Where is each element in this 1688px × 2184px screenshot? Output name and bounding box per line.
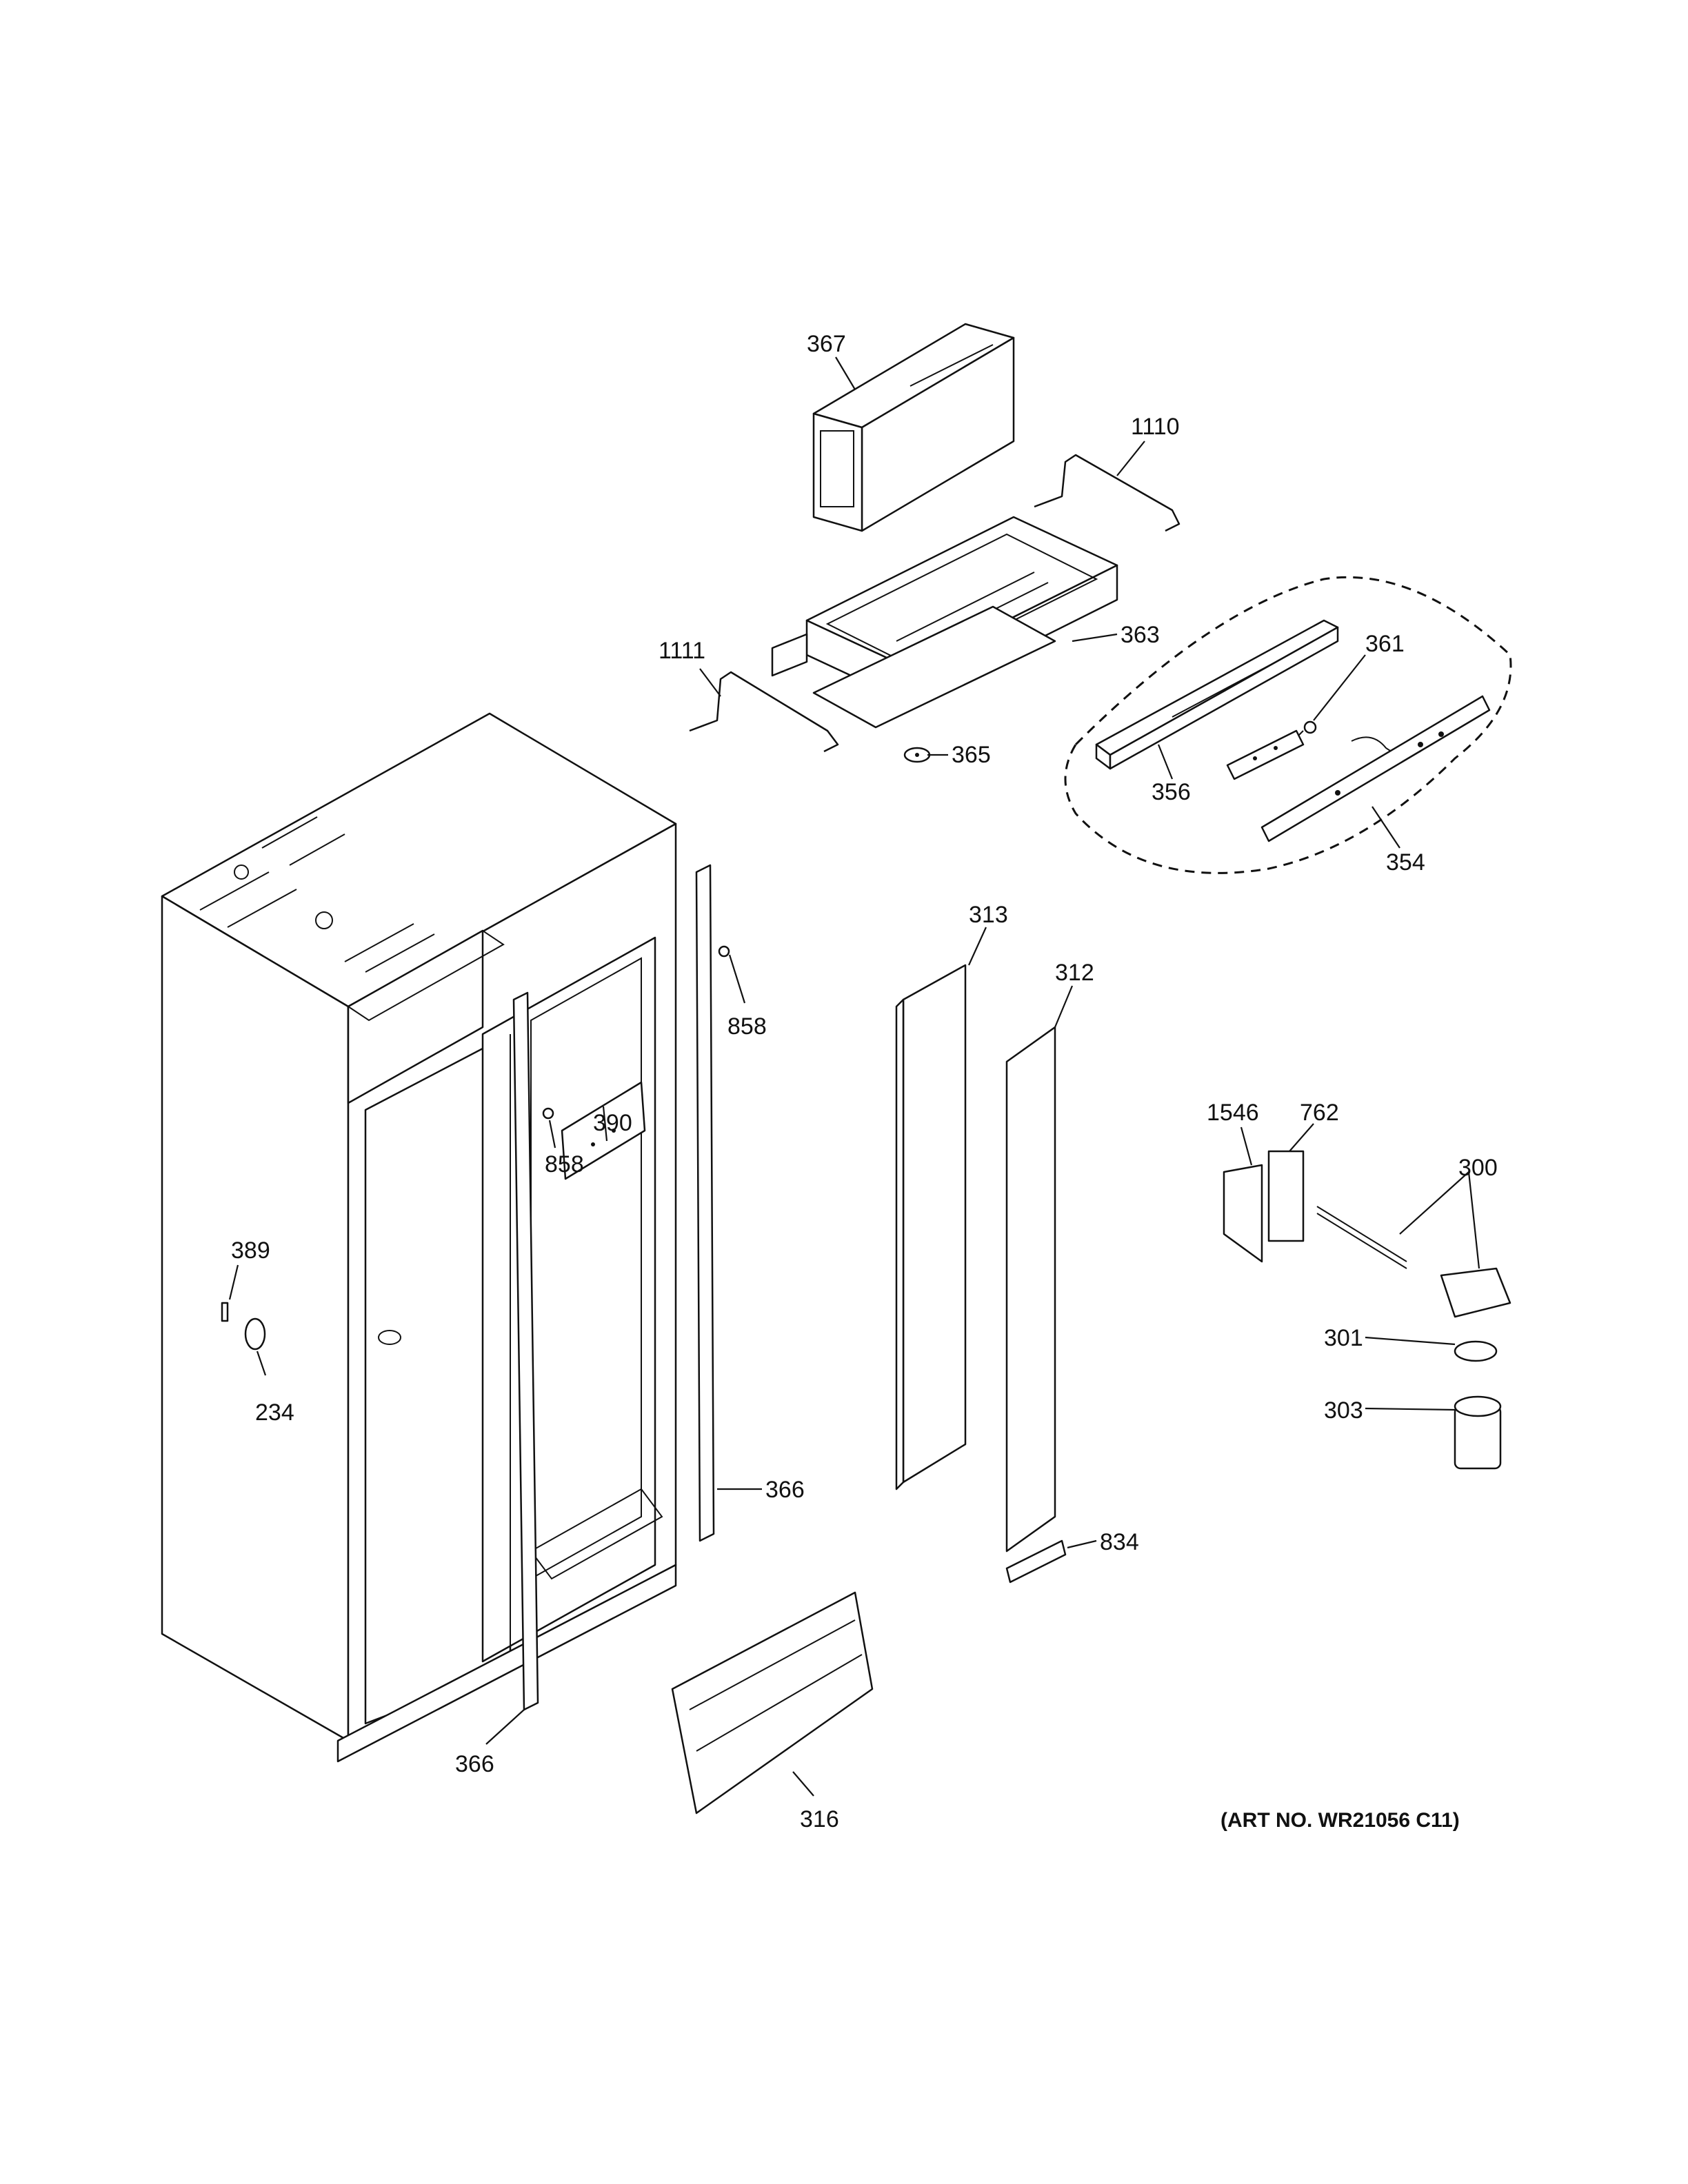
leader-lines <box>228 356 1480 1797</box>
part-363-housing <box>771 516 1118 729</box>
callout-354: 354 <box>1386 849 1425 876</box>
callout-858-left: 858 <box>545 1151 584 1177</box>
part-1111-bracket <box>689 671 839 753</box>
callout-389: 389 <box>231 1237 270 1264</box>
part-1110-bracket <box>1034 454 1180 532</box>
callout-762: 762 <box>1300 1100 1339 1126</box>
callout-234: 234 <box>255 1399 294 1426</box>
refrigerator-case <box>161 712 677 1763</box>
callout-300: 300 <box>1458 1155 1498 1181</box>
callout-366-right: 366 <box>765 1477 805 1503</box>
part-361-screw <box>1296 720 1317 738</box>
callout-labels: 367 1110 1111 363 361 365 356 354 313 31… <box>231 331 1498 1832</box>
callout-356: 356 <box>1152 779 1191 805</box>
part-300-301-303-filter <box>1316 1206 1511 1470</box>
art-number: (ART NO. WR21056 C11) <box>1220 1809 1460 1832</box>
callout-361: 361 <box>1365 631 1405 657</box>
callout-367: 367 <box>807 331 846 357</box>
callout-313: 313 <box>969 902 1008 928</box>
callout-858-right: 858 <box>727 1013 767 1040</box>
callout-301: 301 <box>1324 1325 1363 1351</box>
callout-390: 390 <box>593 1110 632 1136</box>
callout-316: 316 <box>800 1806 839 1832</box>
callout-1110: 1110 <box>1131 414 1180 440</box>
callout-365: 365 <box>952 742 991 768</box>
callout-1111: 1111 <box>659 638 705 664</box>
callout-1546: 1546 <box>1207 1100 1259 1126</box>
part-858-screws <box>542 945 730 1120</box>
callout-834: 834 <box>1100 1529 1139 1555</box>
callout-363: 363 <box>1121 622 1160 648</box>
callout-303: 303 <box>1324 1397 1363 1424</box>
part-366-trim-strips <box>512 864 715 1711</box>
part-1546-762 <box>1223 1150 1305 1263</box>
part-354-control-assembly <box>1064 576 1512 874</box>
callout-366-left: 366 <box>455 1751 494 1777</box>
callout-312: 312 <box>1055 960 1094 986</box>
part-834-badge <box>1005 1539 1067 1584</box>
part-365-clip <box>903 747 931 763</box>
part-367-duct <box>812 323 1015 532</box>
part-312-panel <box>1005 1026 1056 1553</box>
part-316-grille <box>671 1591 874 1814</box>
part-313-panel <box>895 964 967 1490</box>
